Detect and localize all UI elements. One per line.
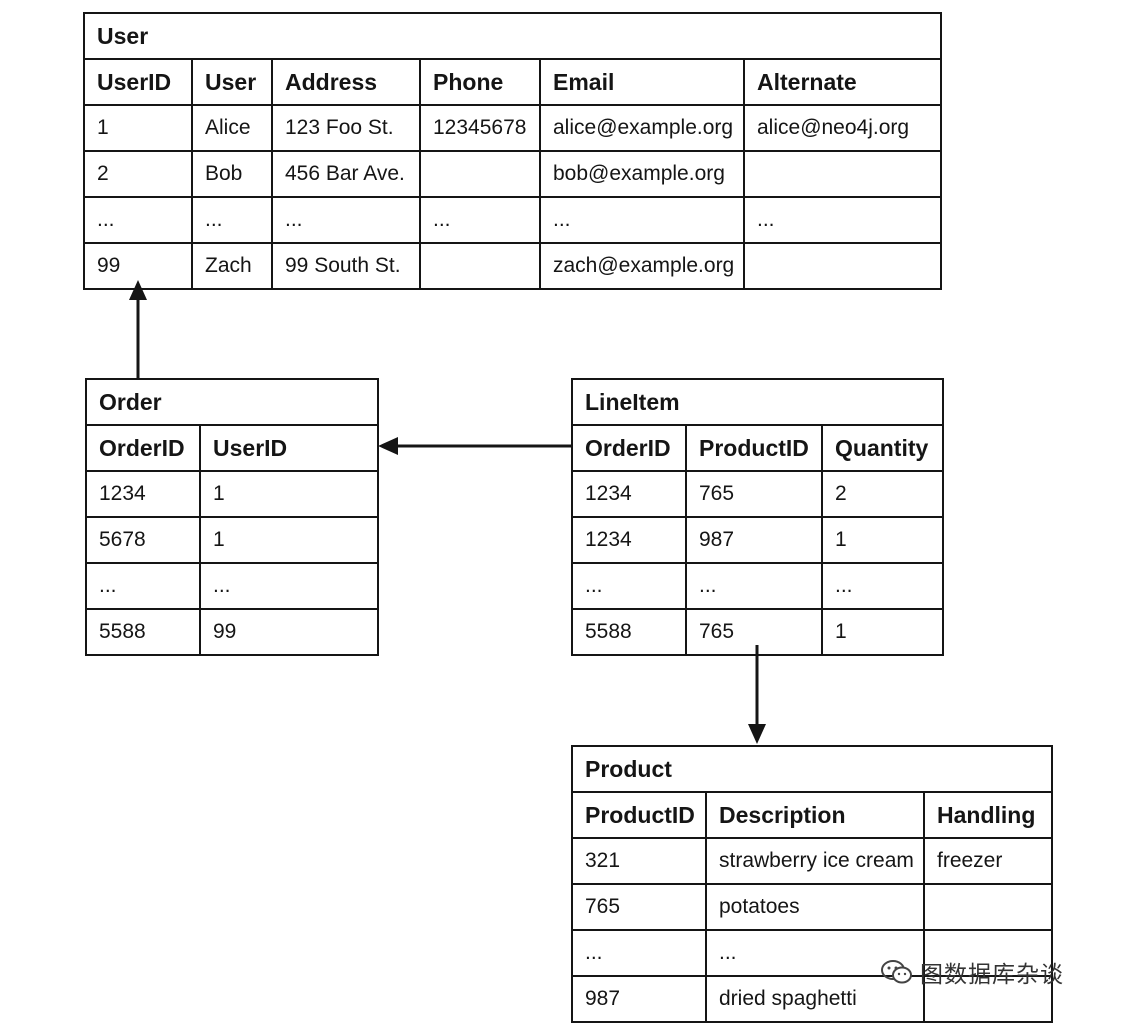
table-cell: potatoes (705, 883, 925, 931)
column-header: Address (271, 58, 421, 106)
table-cell (743, 242, 942, 290)
table-cell (419, 242, 541, 290)
table-cell: ... (571, 929, 707, 977)
order-table: Order OrderID UserID 1234 1 5678 1 ... .… (84, 378, 380, 656)
table-row: 321 strawberry ice cream freezer (571, 837, 1054, 885)
table-cell: 1 (820, 516, 945, 564)
table-cell: ... (271, 196, 421, 244)
table-row: 1234 1 (85, 470, 380, 518)
table-row: 99 Zach 99 South St. zach@example.org (83, 242, 942, 290)
table-cell: 987 (685, 516, 823, 564)
user-table: User UserID User Address Phone Email Alt… (83, 12, 942, 290)
column-header: OrderID (571, 424, 687, 472)
table-cell: 5678 (85, 516, 201, 564)
table-cell: 1 (83, 104, 193, 152)
table-cell: strawberry ice cream (705, 837, 925, 885)
column-header: UserID (83, 58, 193, 106)
table-cell: 765 (685, 470, 823, 518)
table-cell: 1 (820, 608, 945, 656)
table-cell: ... (685, 562, 823, 610)
table-cell: ... (539, 196, 745, 244)
table-row: 765 potatoes (571, 883, 1054, 931)
table-row: 5588 99 (85, 608, 380, 656)
table-cell: Bob (191, 150, 273, 198)
table-cell (922, 975, 1054, 1023)
table-cell: Zach (191, 242, 273, 290)
table-cell: 1 (198, 516, 380, 564)
table-row: ... ... (571, 929, 1054, 977)
table-cell: 321 (571, 837, 707, 885)
table-cell: 12345678 (419, 104, 541, 152)
table-cell: 99 (198, 608, 380, 656)
user-table-title: User (83, 12, 942, 60)
table-row: ... ... ... (571, 562, 945, 610)
table-row: 1 Alice 123 Foo St. 12345678 alice@examp… (83, 104, 942, 152)
column-header: Email (539, 58, 745, 106)
table-row: 987 dried spaghetti (571, 975, 1054, 1023)
table-cell: 987 (571, 975, 707, 1023)
column-header: Description (705, 791, 925, 839)
table-cell: ... (743, 196, 942, 244)
table-cell: freezer (922, 837, 1054, 885)
column-header: ProductID (685, 424, 823, 472)
table-cell: 1 (198, 470, 380, 518)
table-cell: 765 (685, 608, 823, 656)
table-cell: 5588 (85, 608, 201, 656)
table-cell: 1234 (85, 470, 201, 518)
table-cell: 2 (820, 470, 945, 518)
table-cell: ... (419, 196, 541, 244)
table-cell: ... (571, 562, 687, 610)
table-cell (922, 929, 1054, 977)
table-cell: 1234 (571, 516, 687, 564)
table-row: ... ... (85, 562, 380, 610)
table-row: 2 Bob 456 Bar Ave. bob@example.org (83, 150, 942, 198)
table-row: 5588 765 1 (571, 608, 945, 656)
table-cell: ... (191, 196, 273, 244)
table-cell: ... (198, 562, 380, 610)
table-row: ... ... ... ... ... ... (83, 196, 942, 244)
column-header: Quantity (820, 424, 945, 472)
table-row: 1234 765 2 (571, 470, 945, 518)
column-header: ProductID (571, 791, 707, 839)
order-table-title: Order (84, 378, 380, 426)
table-cell: 1234 (571, 470, 687, 518)
table-cell: 123 Foo St. (271, 104, 421, 152)
table-row: 5678 1 (85, 516, 380, 564)
product-table-title: Product (570, 745, 1054, 793)
watermark: 图数据库杂谈 (880, 955, 1064, 989)
watermark-text: 图数据库杂谈 (920, 961, 1064, 987)
table-cell (743, 150, 942, 198)
table-cell: zach@example.org (539, 242, 745, 290)
table-cell: 456 Bar Ave. (271, 150, 421, 198)
table-cell: 5588 (571, 608, 687, 656)
table-cell: ... (83, 196, 193, 244)
table-cell: bob@example.org (539, 150, 745, 198)
table-row: 1234 987 1 (571, 516, 945, 564)
column-header: Handling (922, 791, 1054, 839)
wechat-icon (880, 959, 914, 985)
arrow-head-up (129, 280, 147, 300)
table-cell: 99 South St. (271, 242, 421, 290)
table-cell: alice@example.org (539, 104, 745, 152)
table-cell: 765 (571, 883, 707, 931)
table-cell: ... (820, 562, 945, 610)
column-header: OrderID (85, 424, 201, 472)
column-header: UserID (198, 424, 380, 472)
table-cell (419, 150, 541, 198)
arrow-head-down (748, 724, 766, 744)
table-cell: alice@neo4j.org (743, 104, 942, 152)
table-cell: 2 (83, 150, 193, 198)
table-cell: ... (85, 562, 201, 610)
column-header: Phone (419, 58, 541, 106)
product-table: Product ProductID Description Handling 3… (570, 745, 1054, 1023)
column-header: Alternate (743, 58, 942, 106)
column-header: User (191, 58, 273, 106)
arrow-head-left (378, 437, 398, 455)
lineitem-table: LineItem OrderID ProductID Quantity 1234… (570, 378, 945, 656)
table-cell (922, 883, 1054, 931)
lineitem-table-title: LineItem (570, 378, 945, 426)
table-cell: Alice (191, 104, 273, 152)
table-cell: dried spaghetti (705, 975, 925, 1023)
